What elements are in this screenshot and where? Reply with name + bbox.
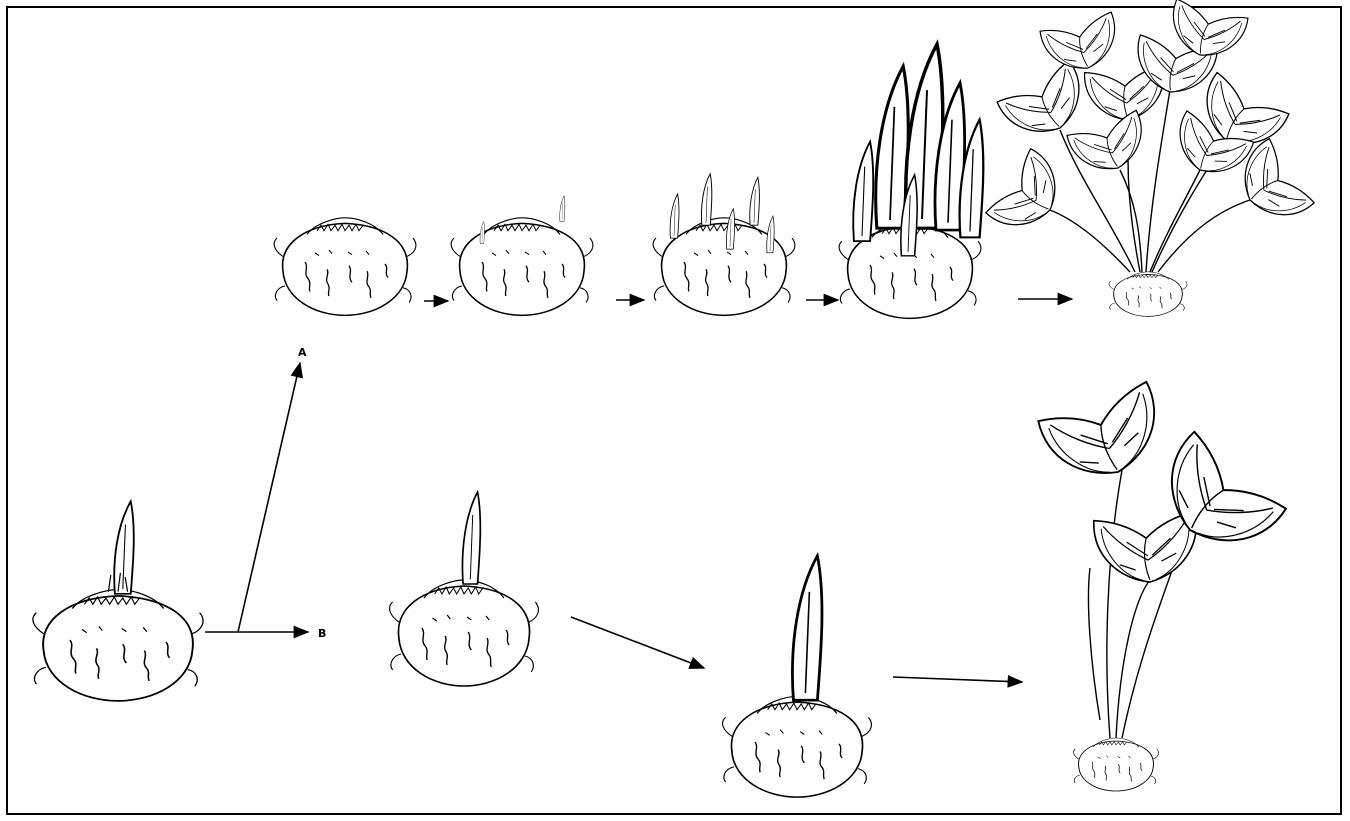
stage-a2-corm-buds [451,196,593,316]
arrow-b2 [893,677,1022,682]
start-corm-with-shoot [33,501,203,701]
stage-b1-corm-single-shoot [390,492,539,686]
stage-a1-corm [274,218,416,316]
label-b: B [318,627,326,640]
label-a: A [298,346,307,359]
arrow-to-a [238,363,300,632]
stage-a3-corm-shoots [653,174,795,316]
arrow-b1 [571,617,704,668]
stage-b3-plant-three-leaves [1038,382,1287,791]
stage-a5-plant-many-leaves [986,0,1315,316]
stage-a4-corm-tall-shoots [839,44,983,318]
stage-b2-corm-tall-shoot [723,556,872,797]
